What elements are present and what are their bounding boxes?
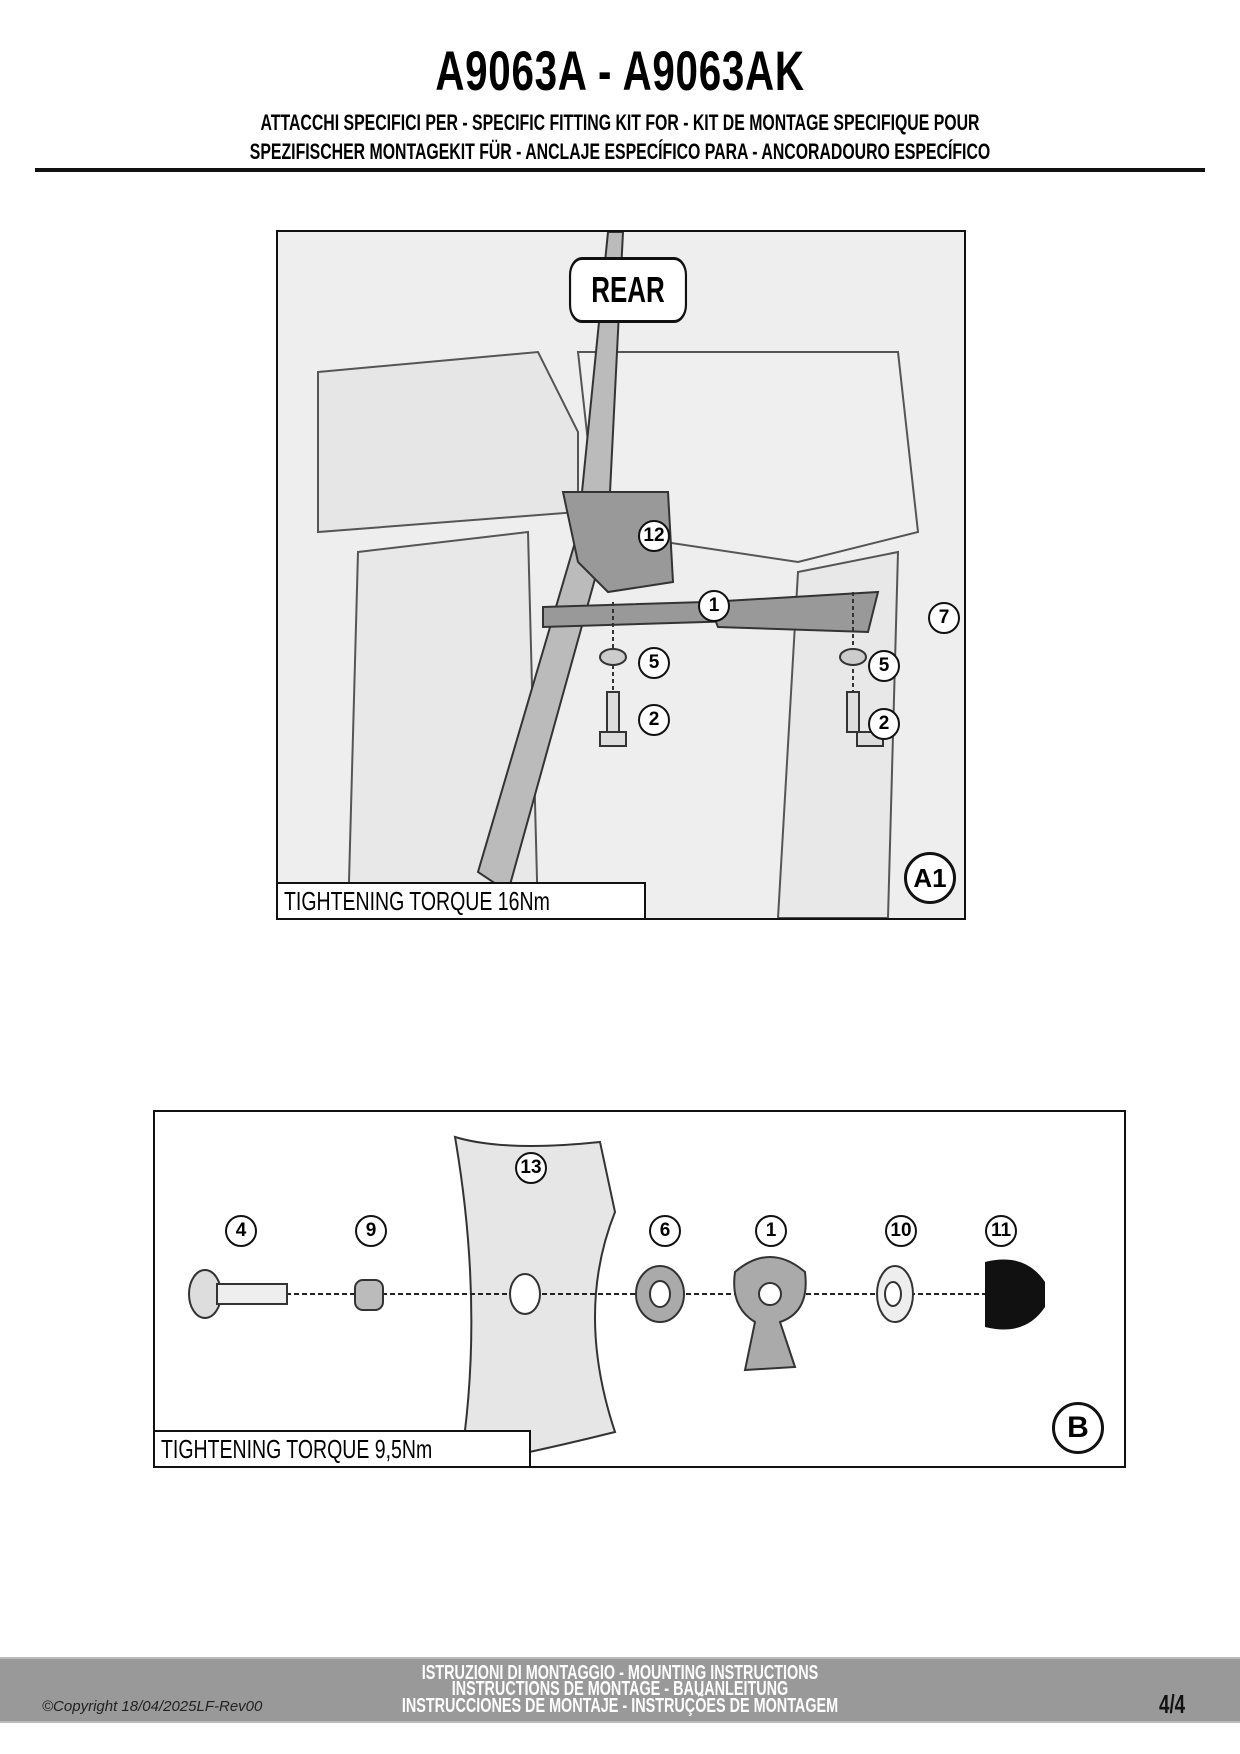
document-title: A9063A - A9063AK <box>435 39 805 102</box>
callout-11: 11 <box>985 1215 1017 1247</box>
hardware-exploded-illustration <box>188 1135 1045 1466</box>
subtitle-line-1: ATTACCHI SPECIFICI PER - SPECIFIC FITTIN… <box>260 110 980 135</box>
page-number: 4/4 <box>1158 1689 1185 1719</box>
callout-2: 2 <box>638 704 670 736</box>
callout-12: 12 <box>638 520 670 552</box>
callout-9: 9 <box>355 1215 387 1247</box>
footer-bar: ISTRUZIONI DI MONTAGGIO - MOUNTING INSTR… <box>0 1657 1240 1723</box>
footer-line-2: INSTRUCTIONS DE MONTAGE - BAUANLEITUNG <box>451 1678 789 1700</box>
rear-direction-label: REAR <box>568 257 688 323</box>
callout-1: 1 <box>755 1215 787 1247</box>
callout-4: 4 <box>225 1215 257 1247</box>
diagram-panel-b: 13 4 9 6 1 10 11 B TIGHTENING TORQUE 9,5… <box>153 1110 1126 1468</box>
torque-spec-b: TIGHTENING TORQUE 9,5Nm <box>155 1430 531 1466</box>
torque-text: TIGHTENING TORQUE 9,5Nm <box>161 1434 433 1464</box>
copyright-text: ©Copyright 18/04/2025LF-Rev00 <box>42 1698 263 1715</box>
callout-7: 7 <box>928 602 960 634</box>
torque-text: TIGHTENING TORQUE 16Nm <box>284 886 550 916</box>
header-divider <box>35 168 1205 172</box>
callout-1: 1 <box>698 590 730 622</box>
callout-6: 6 <box>649 1215 681 1247</box>
motorcycle-frame-illustration <box>278 232 964 918</box>
diagram-panel-a1: REAR 12 1 7 5 5 2 2 A1 TIGHTENING TORQUE… <box>276 230 966 920</box>
subtitle-line-2: SPEZIFISCHER MONTAGEKIT FÜR - ANCLAJE ES… <box>249 139 991 164</box>
torque-spec-a: TIGHTENING TORQUE 16Nm <box>278 882 647 918</box>
callout-10: 10 <box>885 1215 917 1247</box>
footer-line-3: INSTRUCCIONES DE MONTAJE - INSTRUÇÕES DE… <box>401 1695 839 1717</box>
callout-5: 5 <box>638 647 670 679</box>
panel-label-a1: A1 <box>904 852 956 904</box>
callout-5: 5 <box>868 650 900 682</box>
callout-13: 13 <box>515 1152 547 1184</box>
panel-label-b: B <box>1052 1402 1104 1454</box>
callout-2: 2 <box>868 708 900 740</box>
footer-line-1: ISTRUZIONI DI MONTAGGIO - MOUNTING INSTR… <box>421 1662 819 1684</box>
